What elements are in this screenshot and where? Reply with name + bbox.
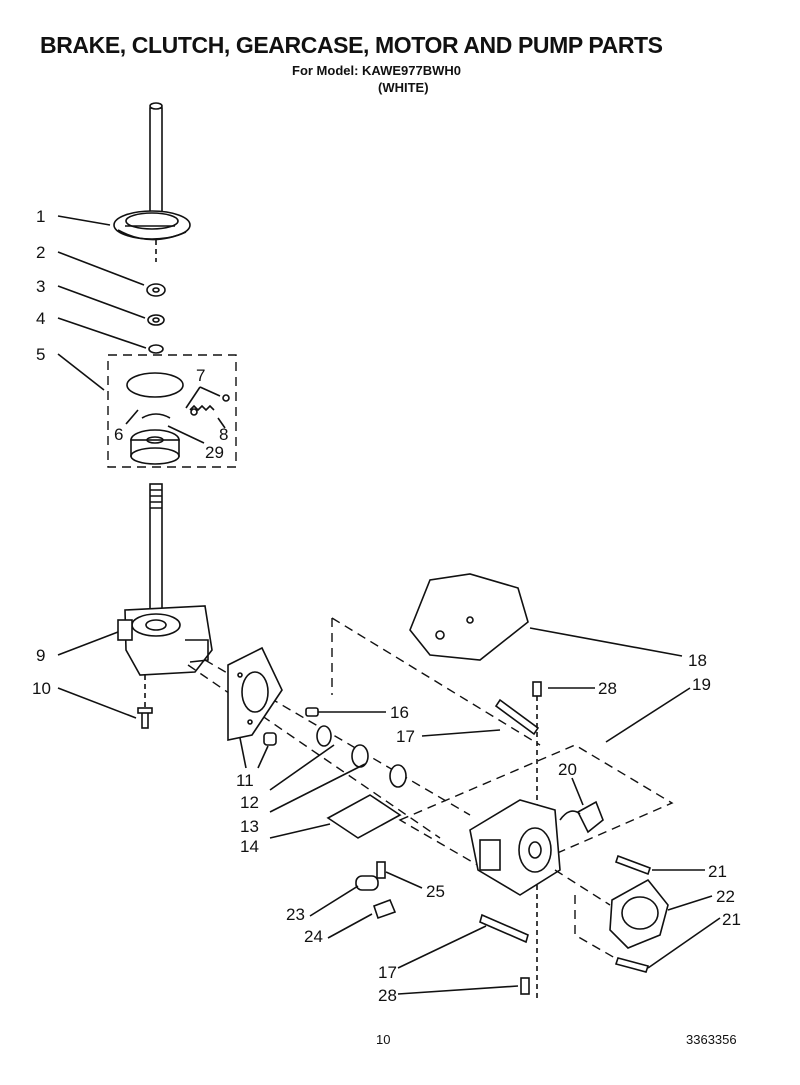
callout-17-lower: 17: [378, 963, 397, 982]
callout-11: 11: [236, 771, 254, 790]
callout-25: 25: [426, 882, 445, 901]
part-16-bolt: [305, 707, 319, 717]
part-23-bushing: [355, 875, 379, 891]
callout-28-lower: 28: [378, 986, 397, 1005]
callout-21-upper: 21: [708, 862, 727, 881]
part-19-motor: [469, 799, 561, 896]
callout-21-lower: 21: [722, 910, 741, 929]
callout-1: 1: [36, 207, 45, 226]
callout-29: 29: [205, 443, 224, 462]
color-label: (WHITE): [378, 80, 429, 95]
callout-9: 9: [36, 646, 45, 665]
part-17-strap-upper: [494, 698, 540, 736]
callout-2: 2: [36, 243, 45, 262]
callout-28-upper: 28: [598, 679, 617, 698]
part-10-bolt: [137, 707, 153, 729]
callout-10: 10: [32, 679, 51, 698]
callout-8: 8: [219, 425, 228, 444]
part-1-brake-cam: [113, 210, 191, 241]
callout-17-upper: 17: [396, 727, 415, 746]
leader-lines: [57, 215, 721, 995]
part-21-clip-lower: [614, 957, 650, 973]
part-21-clip-upper: [614, 854, 652, 876]
callout-18: 18: [688, 651, 707, 670]
part-5-brake-assembly-box: [107, 354, 237, 468]
part-11-mounting-plate: [227, 646, 283, 741]
agitator-shaft: [149, 102, 163, 221]
callout-5: 5: [36, 345, 45, 364]
part-9-gearcase: [117, 605, 213, 676]
callout-22: 22: [716, 887, 735, 906]
callout-13: 13: [240, 817, 259, 836]
part-22-pump: [609, 878, 669, 949]
part-28-bolt-lower: [520, 977, 530, 995]
callout-14: 14: [240, 837, 259, 856]
callout-labels: 1 2 3 4 5 6 7 8 29 9 10 11 12 13 14 16 1…: [32, 207, 741, 1005]
part-14-pad: [326, 794, 402, 839]
callout-4: 4: [36, 309, 45, 328]
callout-16: 16: [390, 703, 409, 722]
callout-6: 6: [114, 425, 123, 444]
drive-shaft: [149, 483, 163, 610]
part-2-washer: [146, 283, 166, 297]
page-number: 10: [376, 1032, 391, 1047]
callout-24: 24: [304, 927, 323, 946]
part-18-shield: [409, 573, 529, 661]
callout-12: 12: [240, 793, 259, 812]
callout-23: 23: [286, 905, 305, 924]
part-13-coupling: [351, 744, 407, 788]
part-12-pulley: [316, 725, 332, 747]
callout-19: 19: [692, 675, 711, 694]
part-6-brake-band: [126, 372, 184, 398]
callout-3: 3: [36, 277, 45, 296]
document-number: 3363356: [686, 1032, 737, 1047]
part-29-clip: [141, 413, 171, 419]
part-25-screw: [376, 861, 386, 879]
part-11-nut: [263, 732, 277, 746]
part-7-spring: [189, 394, 230, 416]
part-3-washer: [147, 314, 165, 326]
part-19-motor-assembly-box: [398, 744, 674, 879]
part-4-ring: [148, 344, 164, 354]
brake-drum: [130, 429, 180, 465]
page-title: BRAKE, CLUTCH, GEARCASE, MOTOR AND PUMP …: [40, 32, 663, 58]
part-20-capacitor: [559, 800, 604, 834]
part-24-bracket: [372, 898, 397, 920]
callout-7: 7: [196, 366, 205, 385]
model-label: For Model: KAWE977BWH0: [292, 63, 462, 78]
part-17-strap-lower: [479, 913, 529, 944]
part-28-bolt-upper: [532, 681, 542, 697]
callout-20: 20: [558, 760, 577, 779]
